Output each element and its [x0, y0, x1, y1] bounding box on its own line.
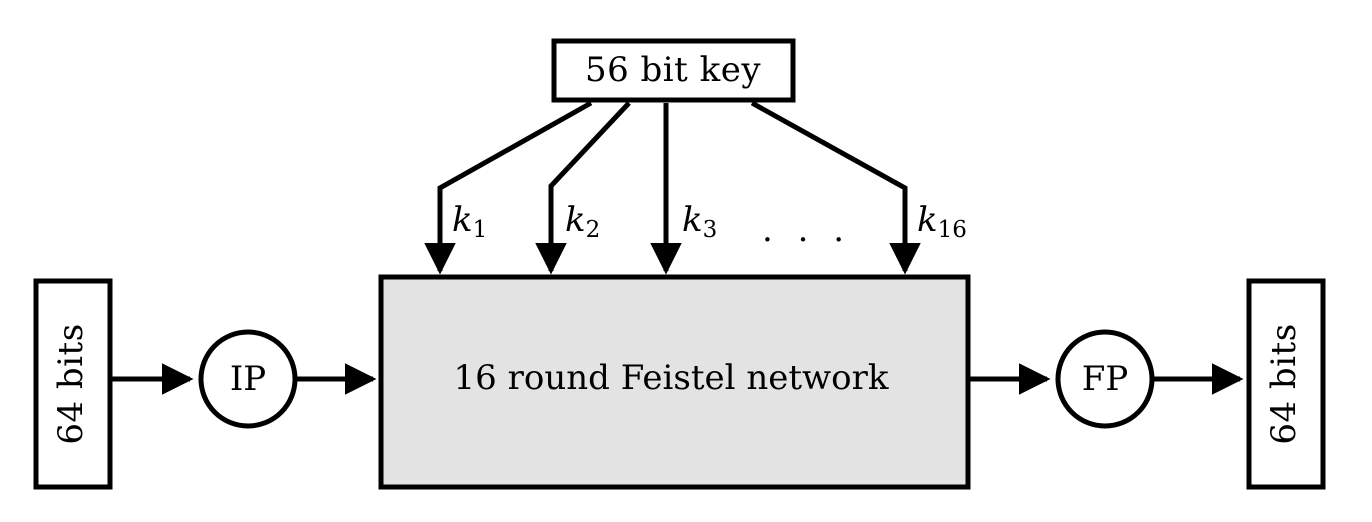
round-key-label-3: k3	[682, 200, 717, 243]
key-block-label: 56 bit key	[585, 50, 761, 90]
round-key-fanout	[424, 100, 921, 275]
initial-permutation-circle	[198, 329, 298, 429]
key-block-rect	[551, 38, 796, 103]
round-key-subscript-3: 3	[703, 217, 718, 243]
final-permutation-node: FP	[1055, 329, 1155, 429]
output-block: 64 bits	[1246, 278, 1326, 490]
round-key-base-2: k	[565, 200, 586, 240]
round-key-arrow-2	[535, 101, 631, 275]
feistel-block-rect	[378, 274, 971, 490]
input-block: 64 bits	[33, 278, 113, 490]
round-key-subscript-16: 16	[938, 217, 967, 243]
round-key-label-1: k1	[452, 200, 487, 243]
input-block-rect	[33, 278, 113, 490]
round-key-ellipsis: . . .	[762, 210, 851, 250]
round-key-labels: k1 k2 k3 . . . k16	[452, 200, 967, 250]
round-key-arrow-16	[750, 100, 921, 275]
final-permutation-circle	[1055, 329, 1155, 429]
round-key-base-3: k	[682, 200, 703, 240]
initial-permutation-label: IP	[230, 359, 266, 399]
feistel-block: 16 round Feistel network	[378, 274, 971, 490]
round-key-arrow-1	[424, 100, 593, 275]
output-block-rect	[1246, 278, 1326, 490]
output-block-label: 64 bits	[1264, 323, 1304, 444]
round-key-label-16: k16	[917, 200, 967, 243]
round-key-base-16: k	[917, 200, 938, 240]
final-permutation-label: FP	[1082, 359, 1128, 399]
round-key-base-1: k	[452, 200, 473, 240]
input-block-label: 64 bits	[51, 323, 91, 444]
round-key-subscript-2: 2	[586, 217, 601, 243]
initial-permutation-node: IP	[198, 329, 298, 429]
round-key-subscript-1: 1	[473, 217, 488, 243]
feistel-block-label: 16 round Feistel network	[454, 358, 889, 398]
round-key-label-2: k2	[565, 200, 600, 243]
key-block: 56 bit key	[551, 38, 796, 103]
